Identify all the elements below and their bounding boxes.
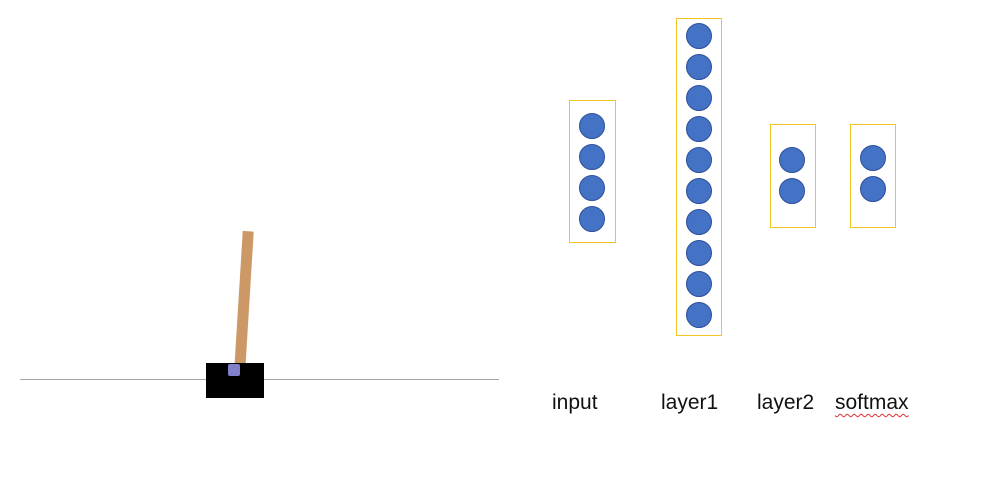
neuron-input-2 (579, 144, 605, 170)
neuron-layer1-4 (686, 116, 712, 142)
neuron-layer1-8 (686, 240, 712, 266)
cartpole-pole (234, 230, 254, 375)
neuron-layer1-7 (686, 209, 712, 235)
neuron-layer1-10 (686, 302, 712, 328)
neuron-layer2-2 (779, 178, 805, 204)
neuron-input-3 (579, 175, 605, 201)
neuron-layer1-6 (686, 178, 712, 204)
layer-box-softmax (850, 124, 896, 228)
layer-box-input (569, 100, 616, 243)
neuron-layer1-9 (686, 271, 712, 297)
neuron-layer1-5 (686, 147, 712, 173)
neuron-layer1-1 (686, 23, 712, 49)
layer-box-layer2 (770, 124, 816, 228)
neuron-input-1 (579, 113, 605, 139)
neuron-layer2-1 (779, 147, 805, 173)
layer-box-layer1 (676, 18, 722, 336)
label-softmax: softmax (835, 391, 909, 414)
label-layer1: layer1 (661, 391, 719, 414)
cartpole-axle (228, 364, 240, 376)
neuron-softmax-1 (860, 145, 886, 171)
neuron-layer1-2 (686, 54, 712, 80)
neuron-softmax-2 (860, 176, 886, 202)
label-input: input (552, 391, 598, 414)
label-layer2: layer2 (757, 391, 815, 414)
neuron-input-4 (579, 206, 605, 232)
neuron-layer1-3 (686, 85, 712, 111)
